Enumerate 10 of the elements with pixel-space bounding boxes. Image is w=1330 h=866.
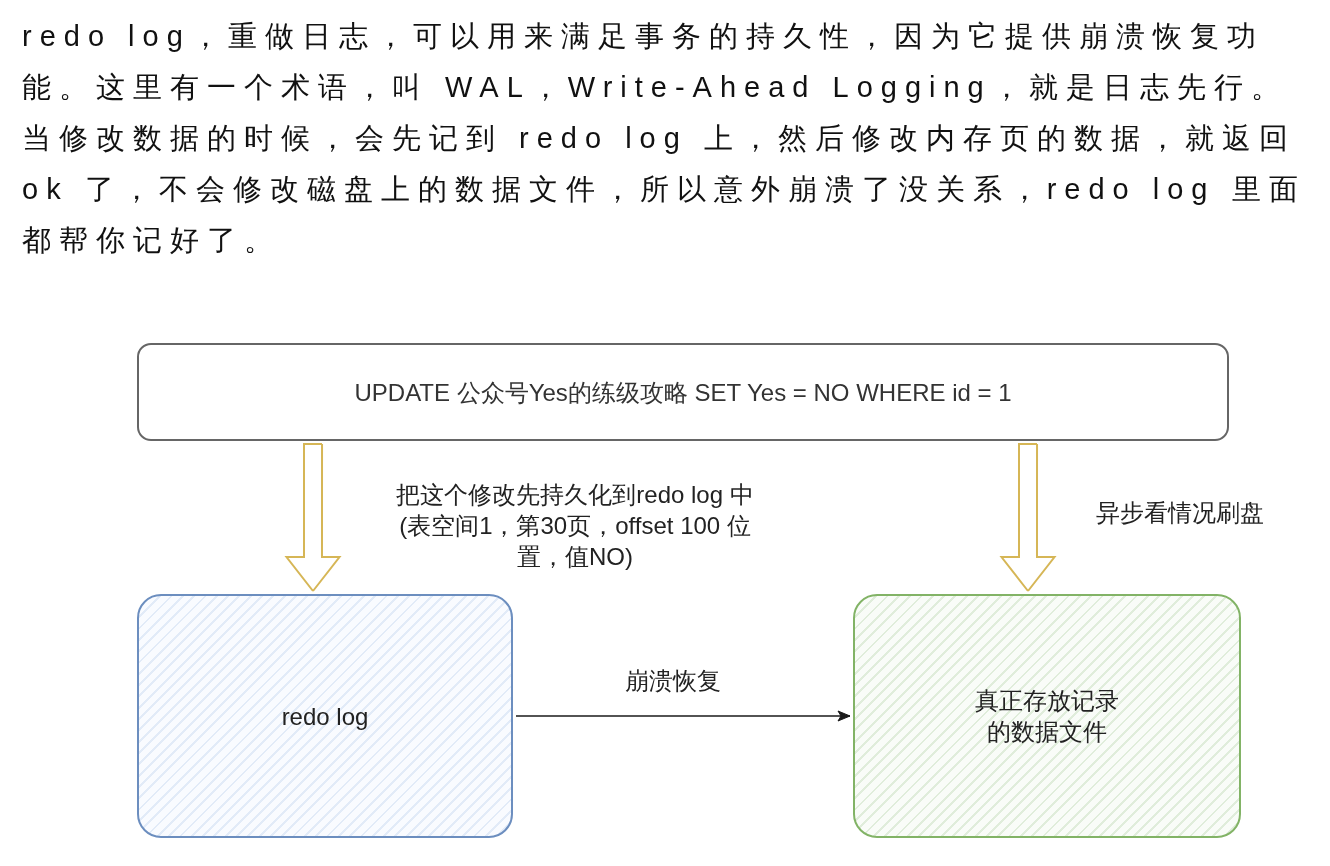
node-label: 真正存放记录的数据文件 [974, 686, 1120, 747]
file-box [853, 594, 1241, 838]
block-arrow [999, 443, 1056, 592]
node-label: redo log [281, 701, 369, 732]
paragraph: redo log，重做日志，可以用来满足事务的持久性，因为它提供崩溃恢复功能。这里有一个术语，叫 WAL，Write-Ahead Logging，就是日志先行。当修改数据的时候，会先记到 redo log 上，然后修改内存页的数据，就返回 ok 了，不会修改磁盘上的数据文件，所以意外崩溃了没关系，redo log 里面都帮你记好了。 [22, 19, 1307, 258]
block-arrow [284, 443, 341, 592]
log-box [137, 594, 513, 838]
statement-box [137, 343, 1229, 441]
node-label: UPDATE 公众号Yes的练级攻略 SET Yes = NO WHERE id = 1 [354, 377, 1012, 408]
arrow [515, 710, 851, 722]
